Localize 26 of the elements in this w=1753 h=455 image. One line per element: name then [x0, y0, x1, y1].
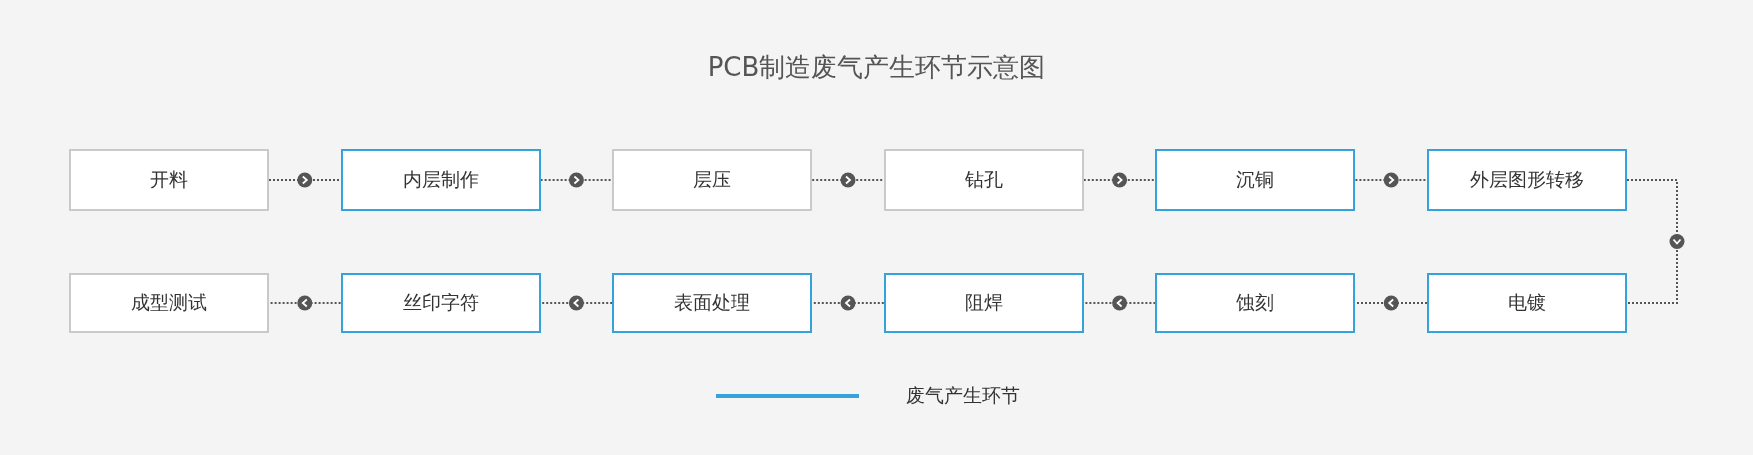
- process-box: [69, 149, 269, 211]
- step-label: 沉铜: [1236, 167, 1275, 192]
- step-label: 蚀刻: [1236, 290, 1275, 315]
- step-label: 开料: [150, 167, 188, 192]
- diagram-title: PCB制造废气产生环节示意图: [706, 51, 1047, 84]
- step-label: 钻孔: [964, 167, 1003, 192]
- step-label: 表面处理: [674, 290, 751, 315]
- process-box: [340, 273, 541, 333]
- legend-label: 废气产生环节: [906, 383, 1020, 408]
- process-box: [340, 149, 541, 211]
- process-box: [612, 273, 813, 333]
- step-label: 成型测试: [131, 290, 207, 315]
- step-label: 内层制作: [402, 167, 479, 192]
- process-box: [883, 149, 1084, 211]
- process-box: [69, 273, 269, 333]
- step-label: 层压: [693, 167, 732, 192]
- process-box: [1155, 273, 1356, 333]
- process-box: [1427, 273, 1627, 333]
- step-label: 外层图形转移: [1470, 167, 1584, 192]
- step-label: 丝印字符: [402, 290, 479, 315]
- step-label: 阻焊: [964, 290, 1003, 315]
- step-label: 电镀: [1508, 290, 1546, 315]
- process-box: [883, 273, 1084, 333]
- process-box: [1155, 149, 1356, 211]
- process-box: [1427, 149, 1627, 211]
- process-box: [612, 149, 813, 211]
